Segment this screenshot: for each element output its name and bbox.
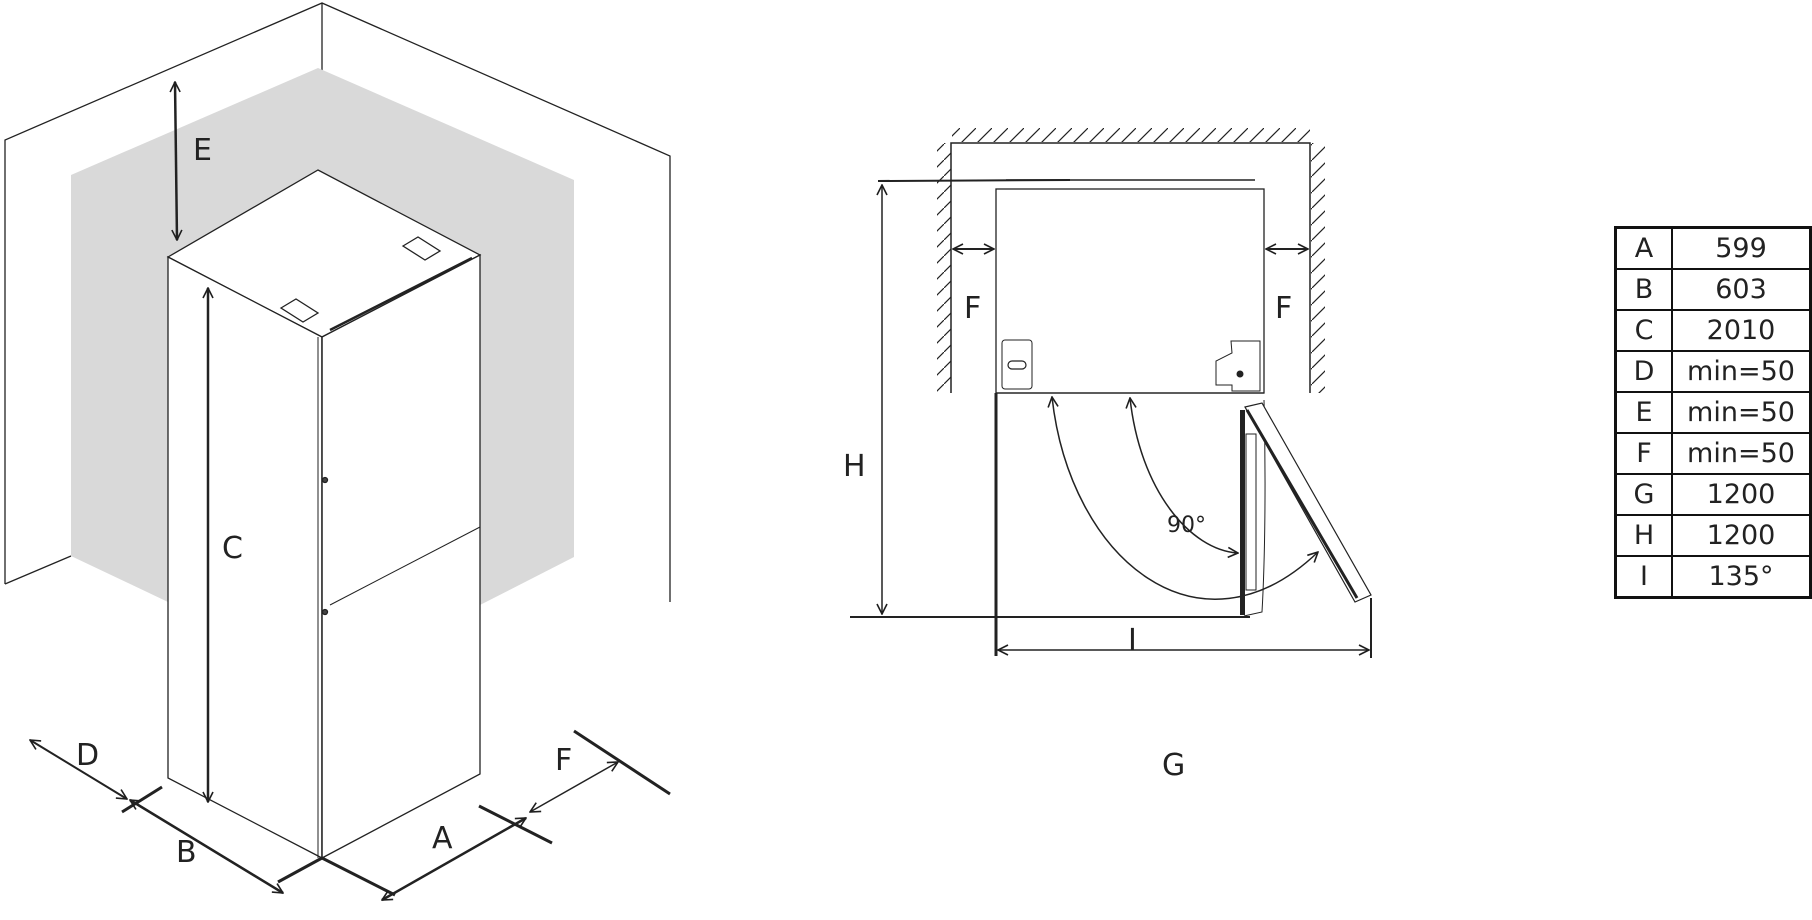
dimension-key: F [1614,432,1673,475]
dimension-value: 599 [1671,226,1812,270]
label-i: I [1128,623,1137,658]
dimension-value: 135° [1671,555,1812,599]
dimension-e-arrow [175,82,177,240]
dimension-key: I [1614,555,1673,599]
dimension-key: H [1614,514,1673,557]
dimension-key: A [1614,226,1673,270]
fridge-isometric [166,169,482,860]
label-b: B [176,835,197,870]
niche-walls [937,128,1325,393]
dimension-value: 1200 [1671,514,1812,557]
dimension-value: min=50 [1671,391,1812,434]
arc-135-degrees [1052,397,1318,600]
dimension-d-arrow [30,740,127,799]
dimension-key: D [1614,350,1673,393]
label-e: E [193,133,212,168]
label-f-left: F [964,291,981,326]
dimension-value: 1200 [1671,473,1812,516]
label-f: F [555,743,572,778]
dimension-key: G [1614,473,1673,516]
arc-90-degrees [1130,398,1238,553]
label-angle-90: 90° [1167,513,1206,538]
label-a: A [432,821,453,856]
fridge-top-view [994,179,1372,656]
isometric-installation-diagram: E C D B A F [4,2,671,902]
label-g: G [1162,748,1185,783]
dimension-a-arrow [382,816,526,902]
dimension-value: min=50 [1671,350,1812,393]
dimension-value: 603 [1671,268,1812,311]
dimension-h-extension-top [877,179,1071,182]
label-c: C [222,531,243,566]
label-d: D [76,738,99,773]
label-f-right: F [1275,291,1292,326]
clearance-zone-shading [71,68,574,605]
dimension-value: 2010 [1671,309,1812,352]
dimension-f-arrow [530,762,618,812]
dimension-key: B [1614,268,1673,311]
dimension-key: C [1614,309,1673,352]
label-h: H [843,449,866,484]
dimension-key: E [1614,391,1673,434]
dimension-b-arrow [130,798,283,895]
dimension-value: min=50 [1671,432,1812,475]
